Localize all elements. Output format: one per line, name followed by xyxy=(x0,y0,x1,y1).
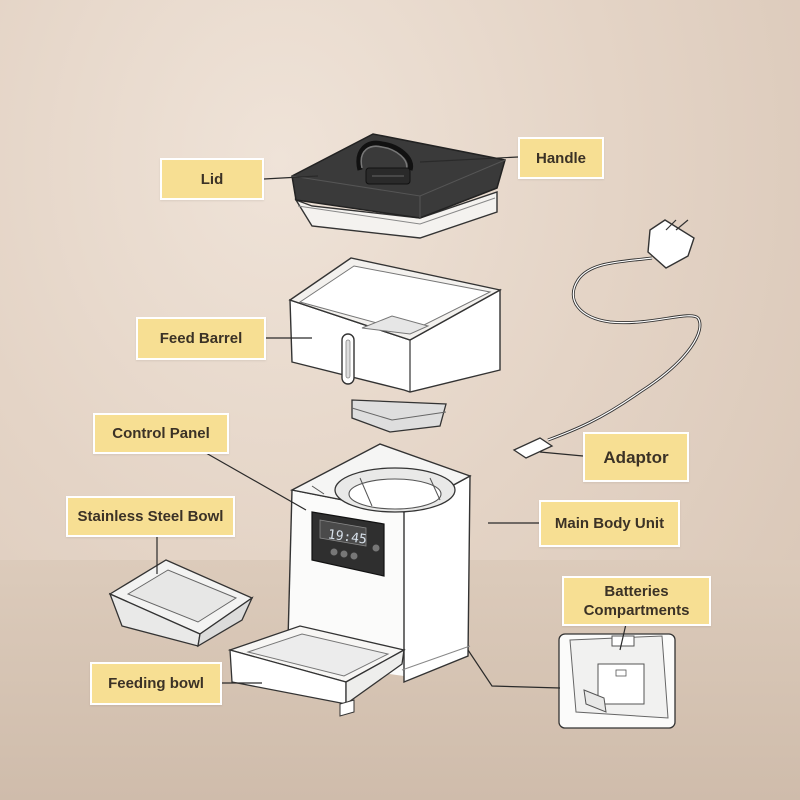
label-main-body-unit: Main Body Unit xyxy=(539,500,680,547)
feed-barrel-illustration xyxy=(288,257,502,433)
lcd-display-time: 19:45 xyxy=(327,527,368,547)
label-handle: Handle xyxy=(518,137,604,179)
lid-illustration xyxy=(291,133,506,239)
label-feed-barrel: Feed Barrel xyxy=(136,317,266,360)
label-batteries-compartments: Batteries Compartments xyxy=(562,576,711,626)
stainless-steel-bowl-illustration xyxy=(108,559,254,648)
label-adaptor: Adaptor xyxy=(583,432,689,482)
leader-lines xyxy=(156,156,627,689)
label-feeding-bowl: Feeding bowl xyxy=(90,662,222,705)
main-body-illustration: 19:45 xyxy=(287,443,472,684)
batteries-compartment-illustration xyxy=(558,633,676,729)
feeding-bowl-illustration xyxy=(227,625,406,717)
label-control-panel: Control Panel xyxy=(93,413,229,454)
label-stainless-steel-bowl: Stainless Steel Bowl xyxy=(66,496,235,537)
adaptor-illustration xyxy=(512,219,702,459)
label-lid: Lid xyxy=(160,158,264,200)
